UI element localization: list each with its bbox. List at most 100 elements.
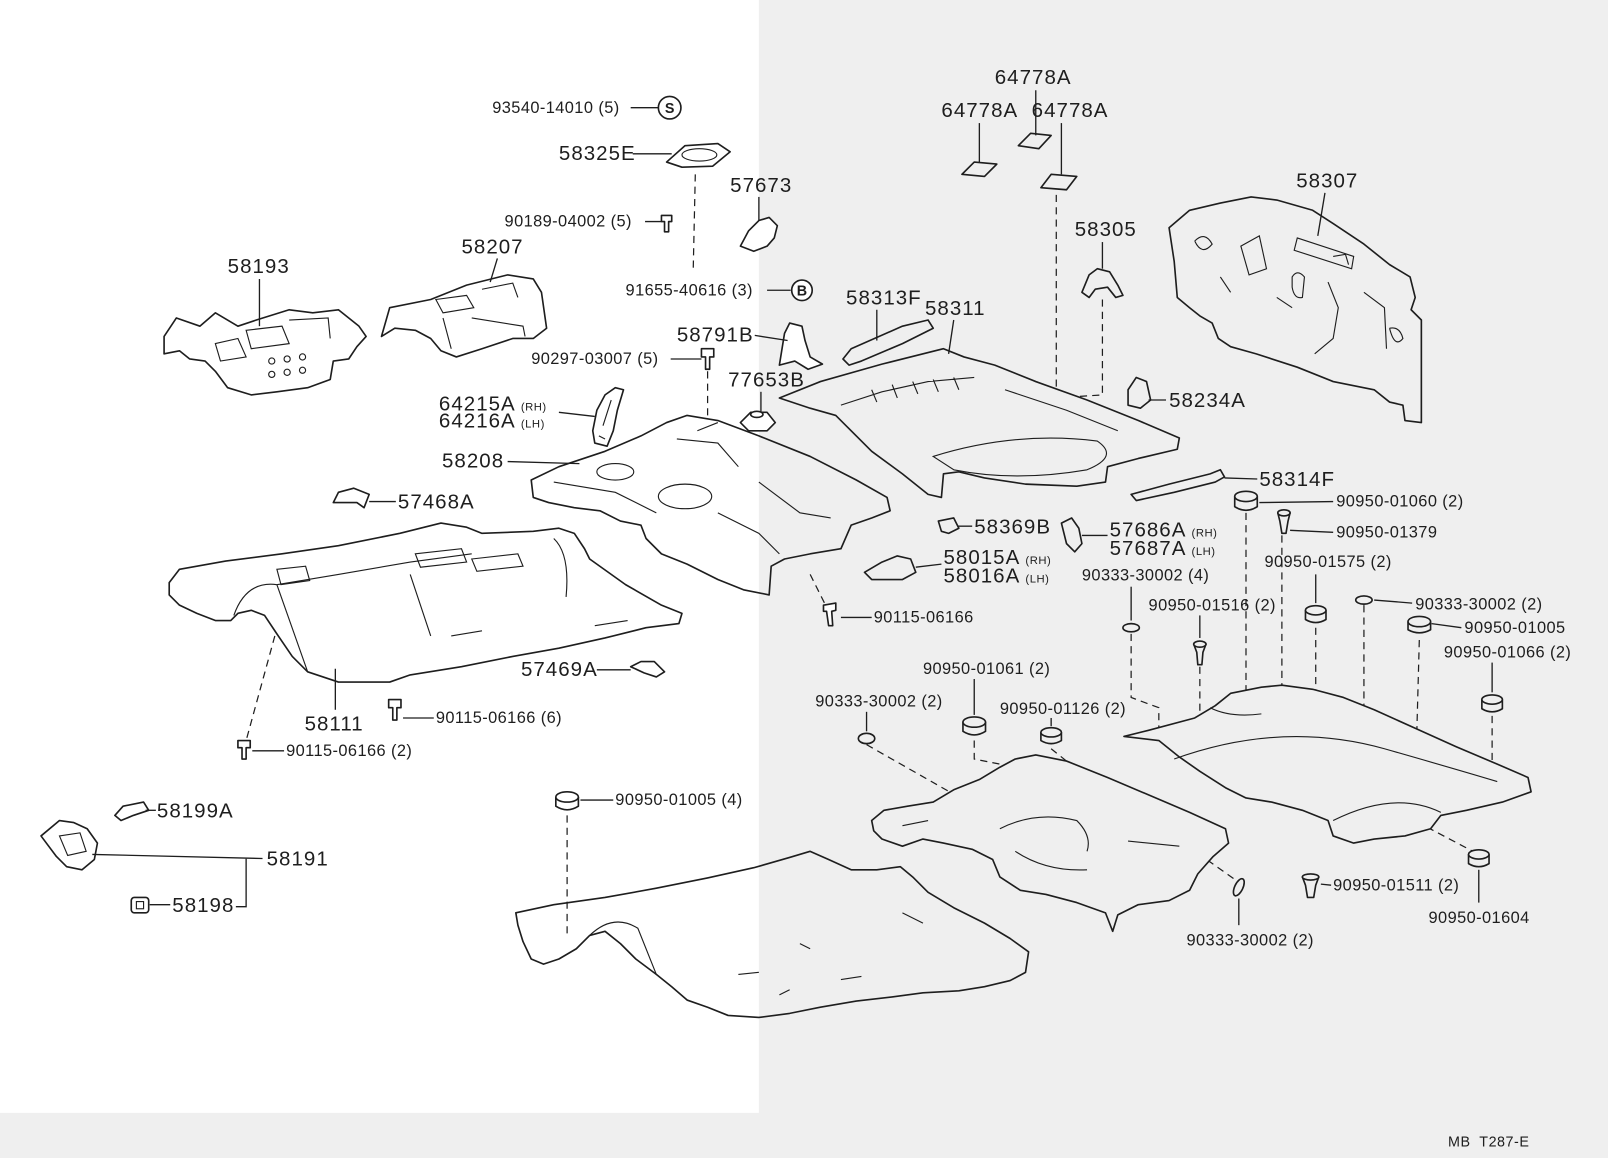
clip-head: [1276, 508, 1291, 517]
plug-90950-01604: [1467, 848, 1490, 868]
callout-58016a: 58016A (LH): [943, 565, 1049, 588]
part-detail: [840, 376, 1119, 432]
part-center-floor-silencer: [870, 754, 1230, 933]
part-detail: [681, 148, 718, 162]
callout-90189-04002: 90189-04002 (5): [505, 213, 632, 231]
plug-cap: [1040, 726, 1063, 738]
bolt-90115-06166-front: [387, 698, 402, 721]
callout-90950-01005: 90950-01005: [1464, 619, 1565, 637]
part-detail: [749, 410, 764, 419]
callout-90950-01379: 90950-01379: [1336, 523, 1437, 541]
side-marker: (LH): [521, 419, 545, 431]
callout-58015a: 58015A(RH): [943, 546, 1051, 569]
part-58325e-plate: [665, 142, 731, 169]
part-outline: [739, 411, 777, 432]
part-58111-front-floor: [168, 522, 683, 683]
callout-64778a-right: 64778A: [1032, 99, 1109, 122]
part-detail: [135, 901, 145, 910]
callout-labels: 93540-14010 (5) 58325E 90189-04002 (5) 5…: [157, 66, 1571, 950]
bolt-90189-04002: [660, 214, 673, 233]
callout-57469a: 57469A: [521, 658, 598, 681]
part-57469a-bracket: [629, 660, 666, 678]
part-outline: [870, 754, 1230, 933]
leader-90950-01005: [1431, 622, 1462, 629]
part-detail: [58, 832, 87, 857]
callout-93540-14010: 93540-14010 (5): [492, 99, 619, 117]
part-outline: [591, 386, 625, 447]
callout-58305: 58305: [1075, 218, 1137, 241]
part-outline: [1123, 684, 1532, 844]
washer-90333-30002: [1354, 595, 1373, 605]
part-58305-bracket: [1081, 267, 1124, 299]
side-marker: (RH): [1025, 555, 1051, 567]
side-marker: (LH): [1025, 574, 1049, 586]
callout-57686a: 57686A(RH): [1110, 518, 1218, 541]
leader-58208: [507, 460, 580, 465]
plug-90950-01060: [1233, 490, 1259, 512]
part-58193-insulator: [163, 308, 367, 396]
callout-90297-03007: 90297-03007 (5): [531, 350, 658, 368]
part-detail: [596, 463, 635, 481]
part-detail: [598, 399, 612, 440]
part-outline: [778, 347, 1181, 499]
clip-90950-01511: [1301, 873, 1320, 899]
assembly-line: [692, 174, 696, 269]
callout-58199a: 58199A: [157, 799, 234, 822]
plug-cap: [1481, 694, 1504, 705]
part-detail: [1194, 235, 1404, 355]
part-number: 64216A: [439, 410, 516, 433]
callout-90115-06166-2: 90115-06166 (2): [286, 742, 412, 760]
callout-58307: 58307: [1296, 170, 1358, 193]
leader-58307: [1317, 192, 1326, 237]
part-58307-rear-panel: [1168, 196, 1423, 424]
leader-58314f: [1224, 477, 1258, 480]
callout-58193: 58193: [228, 255, 290, 278]
callout-90950-01060: 90950-01060 (2): [1336, 493, 1463, 511]
hole: [298, 366, 307, 374]
bolt-90115-06166: [822, 602, 837, 627]
plug-cap: [1233, 490, 1259, 503]
leader-90333-30002-r: [1374, 599, 1413, 604]
callout-57687a: 57687A(LH): [1110, 537, 1216, 560]
assembly-line: [866, 744, 965, 801]
part-detail: [214, 317, 331, 362]
callout-58325e: 58325E: [559, 142, 636, 165]
part-58234a-bracket: [1127, 376, 1152, 410]
callout-64778a-left: 64778A: [941, 99, 1018, 122]
plug-90950-01575: [1304, 604, 1327, 624]
callout-90115-06166: 90115-06166: [874, 609, 974, 627]
part-57673-bracket: [739, 216, 779, 253]
plug-cap: [1304, 604, 1327, 616]
part-58207-insulator: [380, 274, 548, 358]
clip-head: [1192, 640, 1207, 649]
assembly-line: [1056, 299, 1104, 399]
part-detail: [553, 422, 831, 555]
callout-58207: 58207: [461, 235, 523, 258]
part-57686a-bracket: [1060, 517, 1083, 553]
part-58369b-clip: [937, 517, 960, 535]
part-outline: [130, 896, 150, 914]
callout-58791b: 58791B: [677, 324, 754, 347]
washer-90333-30002-d: [1232, 877, 1246, 897]
part-number: 58016A: [943, 565, 1020, 588]
callout-58311: 58311: [925, 297, 986, 320]
bolt-90115-06166-side: [237, 739, 252, 760]
part-detail: [589, 912, 924, 996]
callout-64215a: 64215A(RH): [439, 392, 547, 415]
callout-91655-40616: 91655-40616 (3): [626, 281, 753, 299]
assembly-line: [1050, 748, 1068, 857]
part-holes: [268, 353, 307, 379]
leader-58207: [489, 258, 499, 283]
part-58208-center-floor: [530, 414, 891, 596]
clip-90950-01379: [1276, 508, 1291, 535]
part-number: 57686A: [1110, 518, 1187, 541]
part-57468a-bracket: [332, 487, 371, 509]
callout-90950-01126: 90950-01126 (2): [1000, 700, 1126, 718]
side-marker: (RH): [521, 401, 547, 413]
callout-90950-01516: 90950-01516 (2): [1149, 596, 1276, 614]
leader-58791b: [754, 334, 788, 342]
callout-90333-30002-4: 90333-30002 (4): [1082, 567, 1209, 585]
part-58311-rear-floor: [778, 347, 1181, 499]
callout-58208: 58208: [442, 450, 504, 473]
